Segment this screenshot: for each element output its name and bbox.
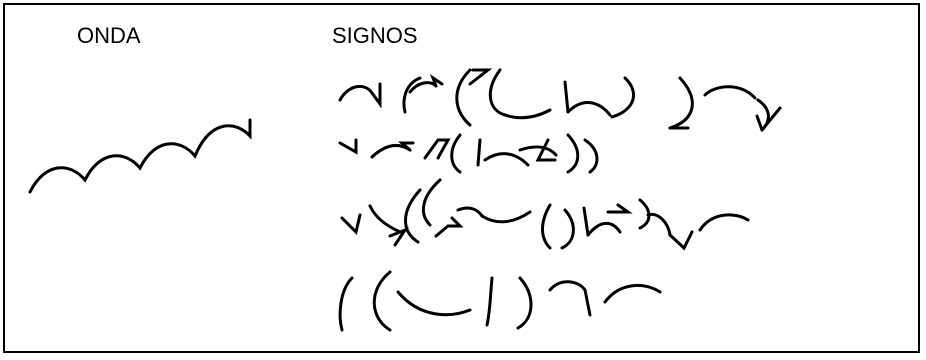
sign-tick [563,80,570,114]
sign-paren [450,133,462,174]
signos-row-3 [340,178,750,251]
sign-paren [455,68,472,127]
sign-arc [456,206,484,218]
sign-tick [476,138,482,167]
sign-corner [535,138,557,162]
sign-arc [548,280,587,292]
sign-arc [518,145,558,157]
sign-cup [586,221,622,237]
sign-paren [610,76,636,119]
sign-arc [368,204,402,234]
signos-row-4 [338,270,662,332]
sign-arc [370,144,412,159]
sign-paren [485,276,494,327]
sign-cup [396,290,472,317]
sign-cup [480,210,532,224]
sign-paren [404,188,422,244]
sign-arc [646,212,672,237]
sign-arc [338,84,374,102]
sign-corner [468,68,493,86]
sign-hook [398,141,415,152]
sign-tick [583,288,592,317]
signos-label: SIGNOS [332,23,418,48]
sign-cup [503,108,552,120]
sign-arc [703,85,757,100]
sign-cup [483,152,530,167]
sign-paren [668,76,694,130]
onda-label: ONDA [77,23,141,48]
sign-paren [402,76,422,114]
sign-corner [606,203,633,214]
sign-paren [372,270,392,332]
sign-tick [370,82,382,109]
signos-row-2 [338,133,599,174]
sign-arc [603,283,662,304]
sign-paren [338,276,354,332]
signos-row-1 [338,68,782,132]
sign-paren [489,68,507,117]
sign-arc [408,81,438,94]
onda-wave [28,118,252,194]
sign-hook [388,226,409,247]
sign-corner [423,138,451,160]
sign-tick [582,206,590,237]
sign-paren [541,203,552,250]
sign-hook [668,230,694,251]
sign-paren [421,178,442,227]
sign-paren [566,133,580,174]
sign-corner [434,216,464,238]
sign-paren [560,208,575,250]
sign-tick [340,213,362,235]
sign-paren [583,138,599,174]
sign-tick [338,138,358,155]
sign-cup [566,101,612,117]
sign-hook [429,74,444,88]
sign-paren [516,276,533,330]
figure-frame [3,3,920,353]
sign-arc [698,213,750,232]
sign-tick [755,106,782,132]
